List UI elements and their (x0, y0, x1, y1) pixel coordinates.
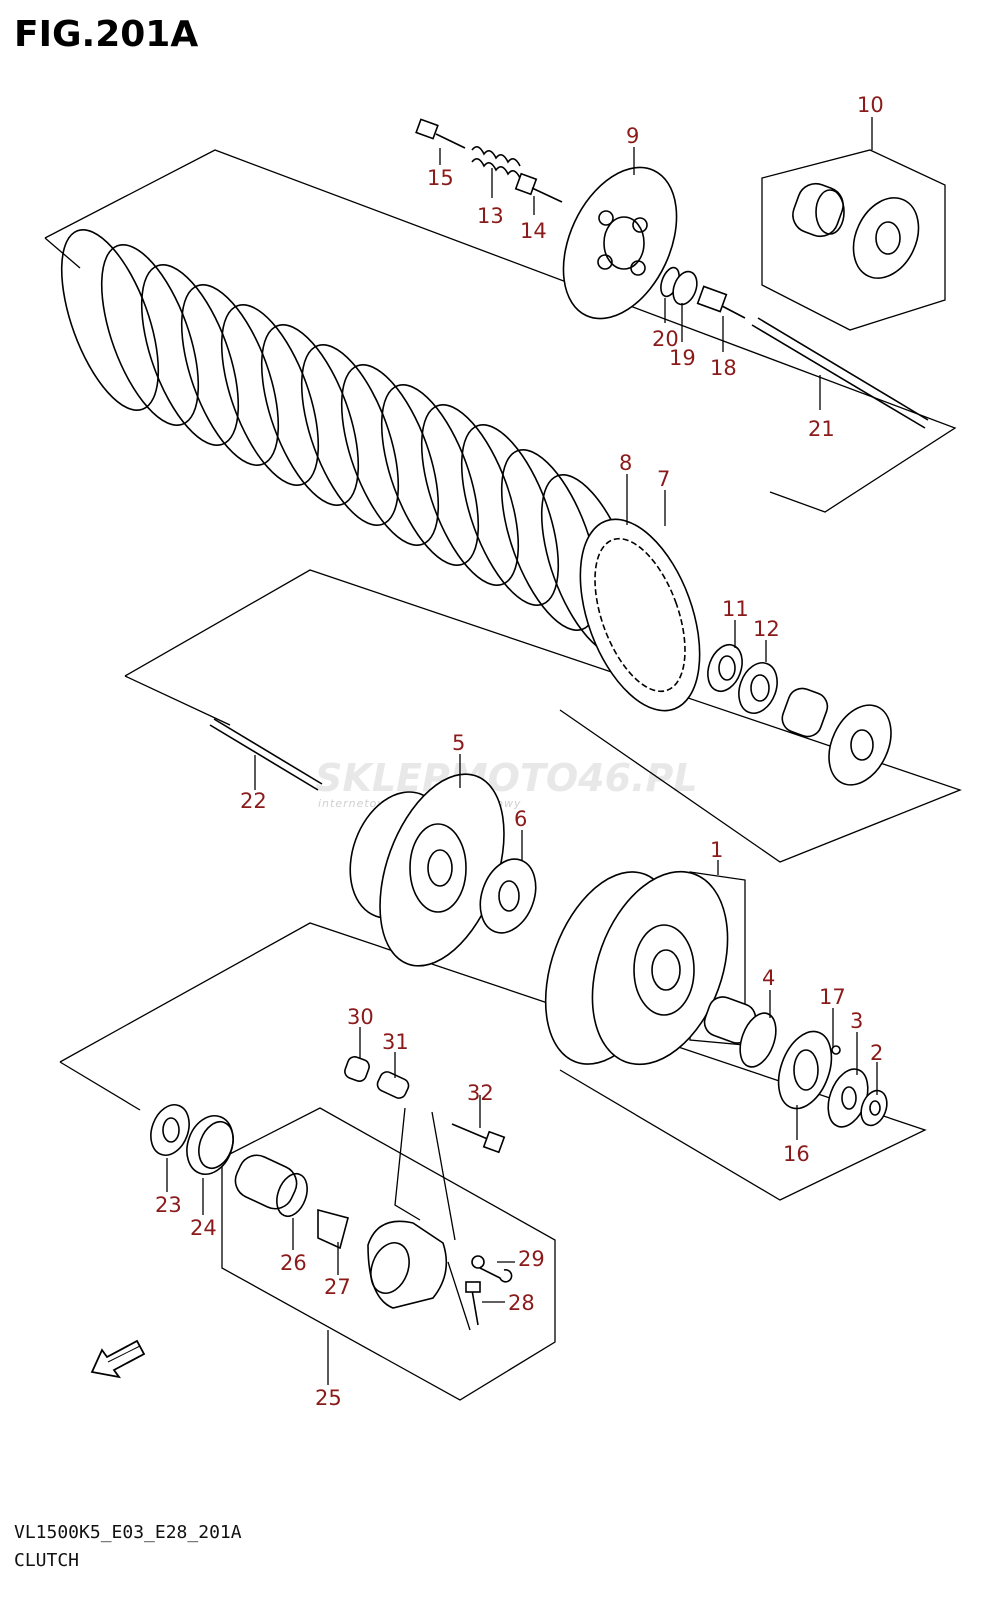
callout-label: 20 (652, 327, 679, 351)
callout-label: 1 (710, 838, 723, 862)
part-22-rod (209, 718, 323, 791)
callout-label: 15 (427, 166, 454, 190)
part-16-gear (777, 1030, 833, 1110)
part-26-piston (234, 1154, 308, 1218)
part-4-spacer (703, 996, 777, 1068)
group-box-middle (124, 569, 962, 863)
group-box-master-cylinder (221, 1107, 556, 1401)
callout-label: 12 (753, 617, 780, 641)
callout-label: 9 (626, 124, 639, 148)
callout-label: 22 (240, 789, 267, 813)
callout-label: 24 (190, 1216, 217, 1240)
callout-label: 16 (783, 1142, 810, 1166)
callout-label: 27 (324, 1275, 351, 1299)
part-18-push-piece (696, 285, 746, 319)
callout-labels: 1 2 3 4 5 6 7 8 9 10 11 12 13 14 15 16 1… (155, 93, 884, 1410)
callout-label: 32 (467, 1081, 494, 1105)
part-7-drive-plate (579, 518, 701, 712)
callout-label: 14 (520, 219, 547, 243)
watermark-brand: SKLEPMOTO46.PL (315, 756, 698, 800)
callout-label: 4 (762, 966, 775, 990)
callout-label: 29 (518, 1247, 545, 1271)
part-17-pin (831, 1045, 841, 1055)
callout-label: 23 (155, 1193, 182, 1217)
group-box-top (44, 149, 957, 513)
leader-lines-master-cylinder (394, 1107, 471, 1331)
part-19-bearing (672, 270, 698, 306)
callout-label: 31 (382, 1030, 409, 1054)
part-25-master-cylinder (367, 1220, 448, 1309)
part-23-oil-seal (150, 1104, 190, 1156)
part-24-seal (186, 1115, 234, 1175)
callout-label: 13 (477, 204, 504, 228)
callout-label: 11 (722, 597, 749, 621)
part-30-bushing (344, 1056, 370, 1082)
part-15-bolt (415, 118, 466, 149)
part-31-pin (376, 1071, 410, 1099)
part-21-push-rod (751, 317, 929, 429)
callout-label: 8 (619, 451, 632, 475)
callout-label: 28 (508, 1291, 535, 1315)
part-28-bleeder (465, 1281, 481, 1326)
group-box-middle-edge (124, 675, 231, 726)
callout-label: 6 (514, 807, 527, 831)
part-14-pin (514, 172, 563, 203)
callout-leaders (166, 117, 878, 1385)
callout-label: 26 (280, 1251, 307, 1275)
part-13-spring (471, 146, 521, 179)
part-10-assembly (792, 182, 920, 279)
part-9-pressure-plate (562, 166, 678, 320)
diagram-code: VL1500K5_E03_E28_201A (14, 1522, 242, 1543)
part-32-bolt (451, 1123, 506, 1154)
figure-title: FIG.201A (14, 14, 199, 55)
part-2-nut (860, 1089, 888, 1127)
section-name: CLUTCH (14, 1550, 80, 1571)
callout-label: 25 (315, 1386, 342, 1410)
callout-label: 30 (347, 1005, 374, 1029)
callout-label: 7 (657, 467, 670, 491)
group-box-bottom-edge (59, 1061, 141, 1111)
group-box-part-10 (761, 149, 946, 331)
part-12-washer (738, 662, 778, 714)
callout-label: 5 (452, 731, 465, 755)
part-29-bracket (471, 1255, 513, 1283)
part-1-clutch-housing (544, 870, 729, 1066)
hub-assembly-middle (781, 687, 892, 786)
group-box-bottom (59, 922, 927, 1201)
callout-label: 21 (808, 417, 835, 441)
callout-label: 10 (857, 93, 884, 117)
callout-label: 2 (870, 1041, 883, 1065)
part-11-bearing (707, 643, 743, 693)
callout-label: 3 (850, 1009, 863, 1033)
part-5-primary-gear (349, 773, 505, 967)
part-6-washer (479, 858, 537, 934)
callout-label: 17 (819, 985, 846, 1009)
part-27-boot (317, 1208, 349, 1250)
callout-label: 18 (710, 356, 737, 380)
front-direction-arrow-icon (90, 1339, 146, 1379)
callout-label: 19 (669, 346, 696, 370)
